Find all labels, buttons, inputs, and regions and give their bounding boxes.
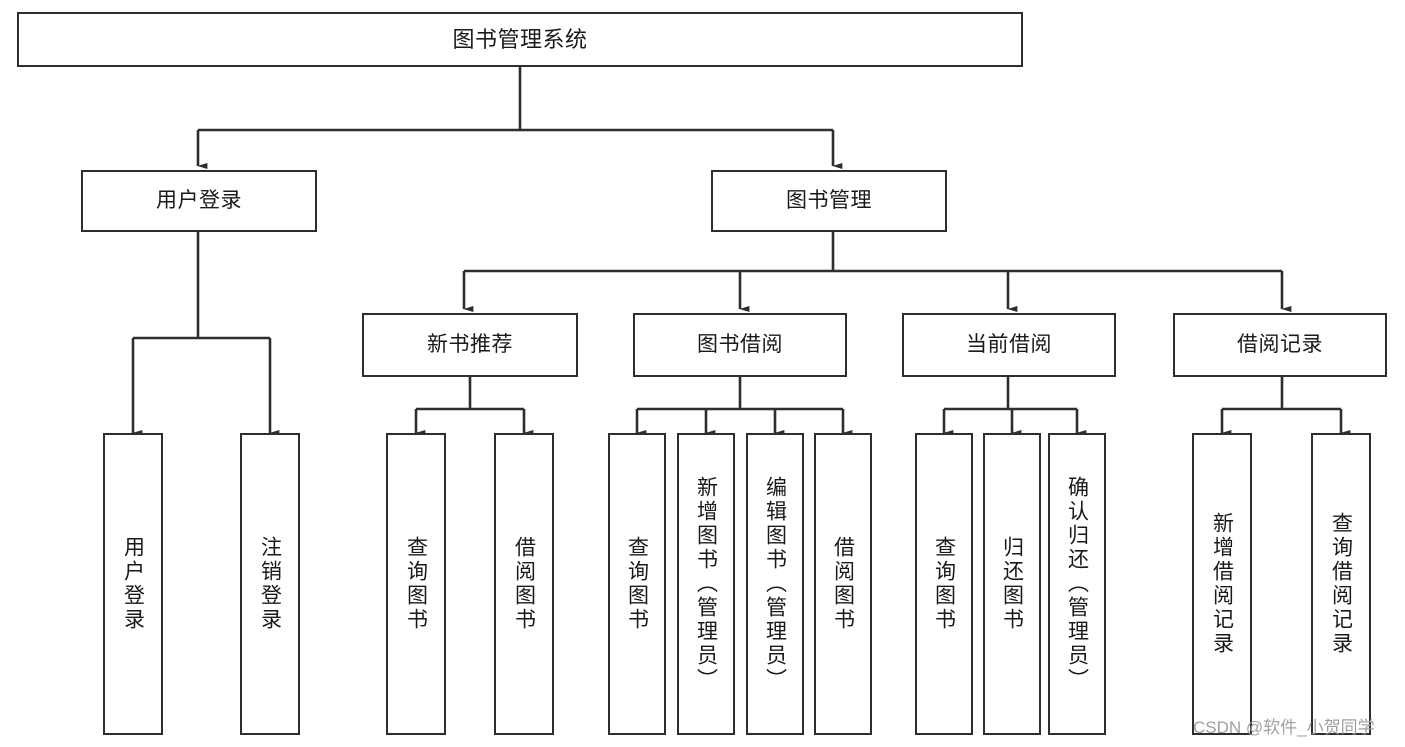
node-label: 查询借阅记录 [1329, 512, 1353, 656]
node-new-book-recommend[interactable]: 新书推荐 [362, 313, 578, 377]
node-current-borrow[interactable]: 当前借阅 [902, 313, 1116, 377]
node-label: 当前借阅 [966, 332, 1052, 356]
leaf-borrow-book-recommend[interactable]: 借阅图书 [494, 433, 554, 735]
csdn-watermark: CSDN @软件_小贺同学 [1193, 718, 1375, 737]
node-borrow-record[interactable]: 借阅记录 [1173, 313, 1387, 377]
node-label: 查询图书 [625, 536, 649, 632]
leaf-return-book[interactable]: 归还图书 [983, 433, 1041, 735]
node-label: 确认归还（管理员） [1065, 476, 1089, 692]
leaf-query-book-borrow[interactable]: 查询图书 [608, 433, 666, 735]
node-label: 查询图书 [932, 536, 956, 632]
node-label: 查询图书 [404, 536, 428, 632]
node-book-management[interactable]: 图书管理 [711, 170, 947, 232]
node-label: 新增图书（管理员） [694, 476, 718, 692]
leaf-user-logout[interactable]: 注销登录 [240, 433, 300, 735]
leaf-query-book-current[interactable]: 查询图书 [915, 433, 973, 735]
node-label: 借阅图书 [831, 536, 855, 632]
node-label: 新增借阅记录 [1210, 512, 1234, 656]
leaf-query-borrow-record[interactable]: 查询借阅记录 [1311, 433, 1371, 735]
leaf-user-login[interactable]: 用户登录 [103, 433, 163, 735]
node-label: 注销登录 [258, 536, 282, 632]
node-label: 编辑图书（管理员） [763, 476, 787, 692]
node-label: 图书管理 [786, 188, 872, 212]
leaf-add-book[interactable]: 新增图书（管理员） [677, 433, 735, 735]
node-root-book-management-system[interactable]: 图书管理系统 [17, 12, 1023, 67]
node-book-borrow[interactable]: 图书借阅 [633, 313, 847, 377]
node-label: 归还图书 [1000, 536, 1024, 632]
node-label: 借阅图书 [512, 536, 536, 632]
node-user-login[interactable]: 用户登录 [81, 170, 317, 232]
node-label: 借阅记录 [1237, 332, 1323, 356]
node-label: 图书借阅 [697, 332, 783, 356]
leaf-add-borrow-record[interactable]: 新增借阅记录 [1192, 433, 1252, 735]
leaf-borrow-book[interactable]: 借阅图书 [814, 433, 872, 735]
node-label: 用户登录 [156, 188, 242, 212]
node-label: 用户登录 [121, 536, 145, 632]
node-label: 图书管理系统 [452, 26, 588, 52]
leaf-edit-book[interactable]: 编辑图书（管理员） [746, 433, 804, 735]
leaf-query-book-recommend[interactable]: 查询图书 [386, 433, 446, 735]
leaf-confirm-return[interactable]: 确认归还（管理员） [1048, 433, 1106, 735]
node-label: 新书推荐 [427, 332, 513, 356]
